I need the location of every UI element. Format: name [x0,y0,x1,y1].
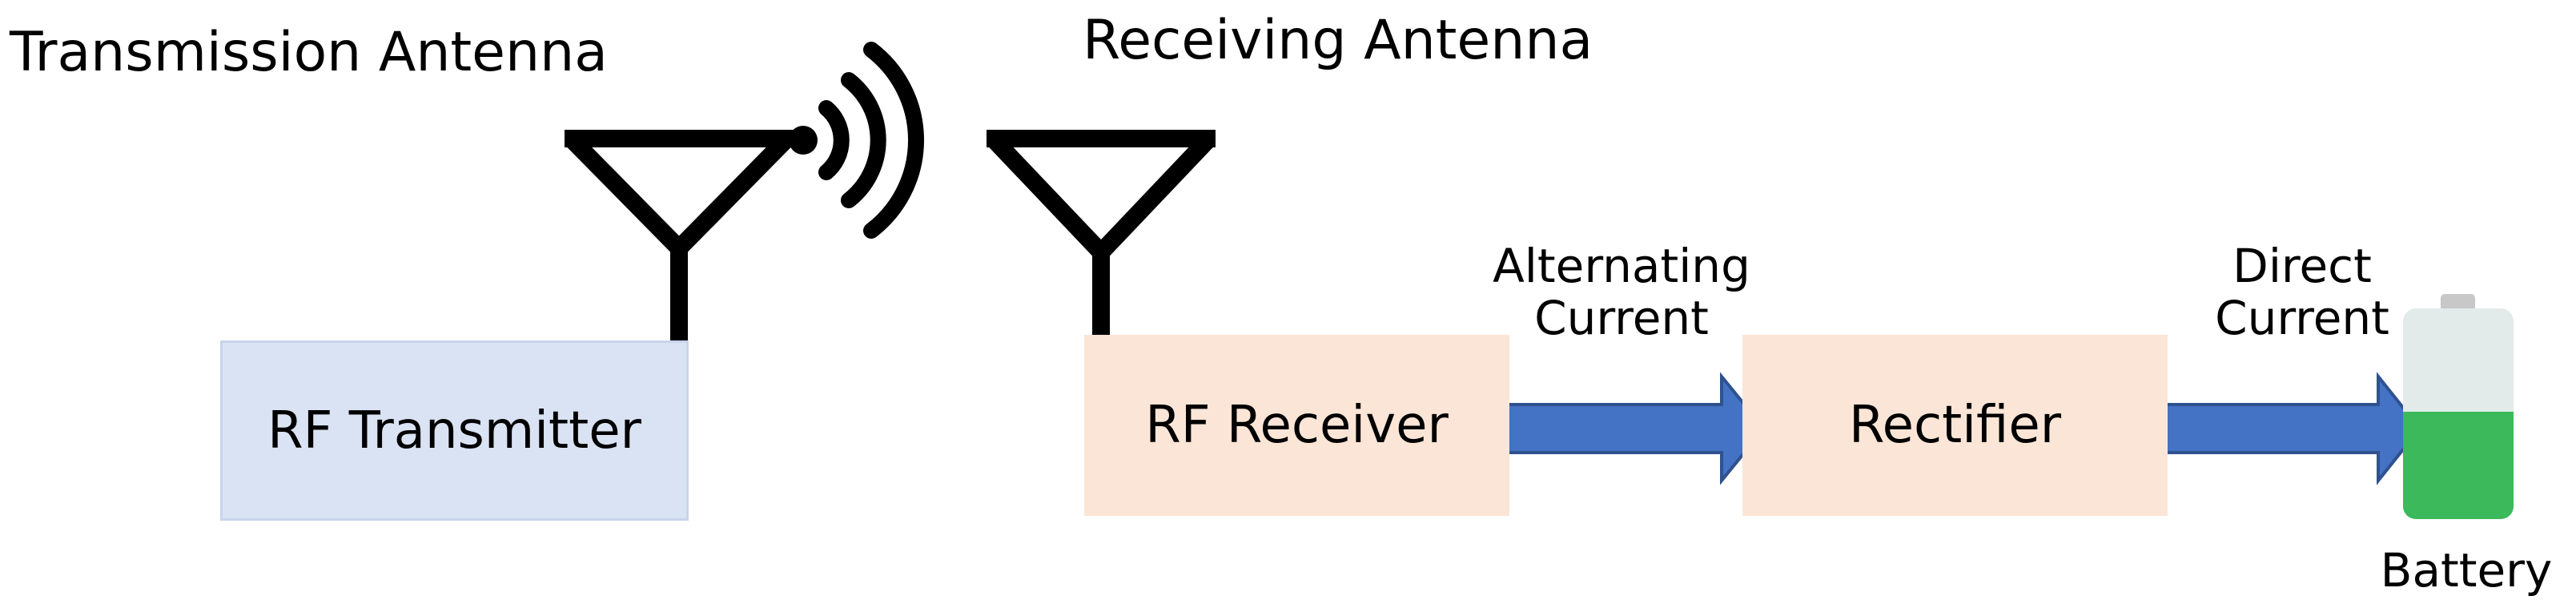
battery-icon [2403,294,2514,519]
alternating-current-label: Alternating Current [1477,240,1766,344]
receiving-antenna-icon [987,130,1216,336]
radio-waves-icon [789,42,924,239]
alternating-current-line-2: Current [1534,290,1709,345]
transmission-antenna-icon [565,130,794,346]
rf-receiver-block: RF Receiver [1084,335,1509,516]
direct-current-label: Direct Current [2210,240,2394,344]
transmission-antenna-label: Transmission Antenna [10,21,608,84]
rf-transmitter-block: RF Transmitter [220,340,689,521]
alternating-current-line-1: Alternating [1493,239,1750,293]
alternating-current-arrow [1493,372,1766,485]
direct-current-line-1: Direct [2232,239,2372,293]
receiving-antenna-label: Receiving Antenna [1083,9,1593,72]
rf-transmitter-label: RF Transmitter [267,401,641,461]
rectifier-label: Rectifier [1848,396,2062,455]
rectifier-block: Rectifier [1742,335,2168,516]
direct-current-line-2: Current [2215,290,2389,345]
direct-current-arrow [2151,372,2422,485]
battery-label: Battery [2380,543,2553,598]
rf-receiver-label: RF Receiver [1145,396,1449,455]
